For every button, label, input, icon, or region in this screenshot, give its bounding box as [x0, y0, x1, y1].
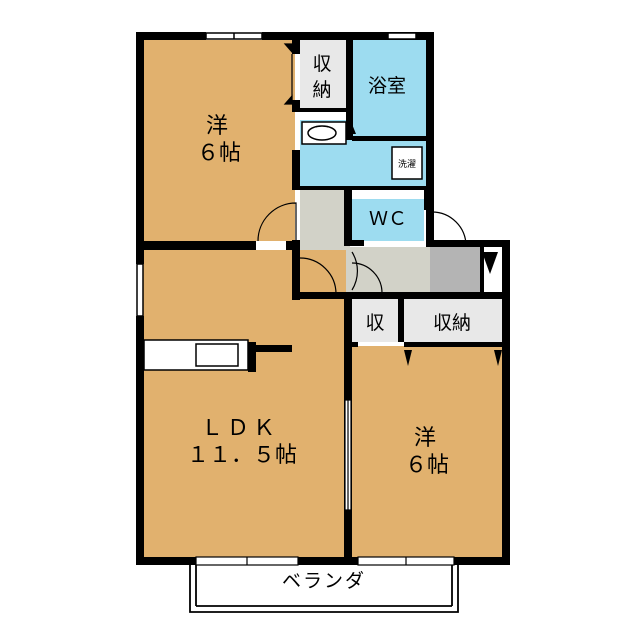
storage-right-label: 収納 — [433, 312, 471, 334]
kitchen-counter-icon — [143, 339, 249, 371]
window-left — [136, 263, 144, 317]
western-room-top-name: 洋 — [206, 114, 228, 139]
door-swings — [257, 202, 467, 295]
western-room-bottom-floor — [352, 346, 502, 557]
window-bottom — [195, 556, 455, 566]
washbasin-icon — [301, 121, 347, 145]
laundry-label: 洗濯 — [398, 158, 416, 170]
entrance-floor — [430, 247, 482, 292]
storage-top-label-1: 収 — [312, 53, 331, 75]
ldk-name: ＬＤＫ — [201, 416, 279, 441]
veranda-outline — [189, 565, 459, 613]
window-top-bath — [387, 32, 417, 40]
sliding-door-ldk — [344, 399, 352, 511]
washing-machine-icon — [391, 146, 423, 180]
western-room-bottom-name: 洋 — [414, 426, 436, 451]
window-top-left — [205, 32, 263, 40]
western-room-top-size: ６帖 — [197, 141, 241, 166]
western-room-bottom-size: ６帖 — [405, 453, 449, 478]
ldk-size: １１．５帖 — [187, 443, 297, 468]
hallway-lower-floor — [350, 247, 430, 292]
ldk-floor — [143, 250, 346, 557]
ldk-upper-floor — [143, 250, 293, 300]
veranda-label: ベランダ — [282, 570, 366, 592]
closet-door-top — [283, 43, 293, 105]
door-markers — [352, 124, 502, 366]
toilet-floor — [352, 199, 424, 241]
storage-small-floor — [352, 298, 398, 342]
storage-small-label: 収 — [365, 312, 384, 334]
toilet-label: ＷＣ — [369, 208, 407, 230]
western-room-top-floor — [143, 40, 295, 241]
storage-right-floor — [404, 298, 502, 342]
bathroom-label: 浴室 — [368, 75, 406, 97]
storage-top-floor — [300, 40, 348, 108]
storage-top-label-2: 納 — [312, 79, 331, 101]
